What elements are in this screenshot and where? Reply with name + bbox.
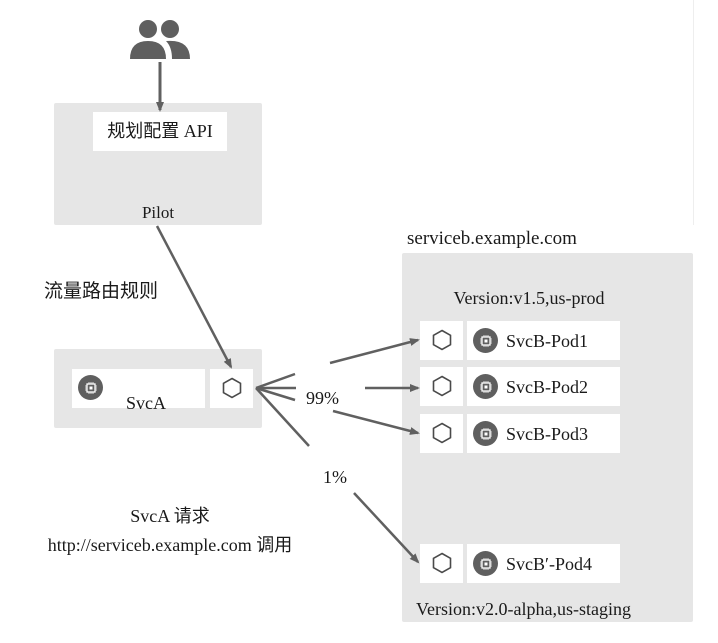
chip-icon — [473, 421, 498, 446]
users-icon — [128, 17, 192, 59]
pod-name: SvcB-Pod2 — [506, 377, 589, 397]
routing-rule-label: 流量路由规则 — [44, 281, 159, 302]
pod-name: SvcB-Pod3 — [506, 424, 589, 444]
split-label-99: 99% — [306, 388, 339, 408]
pod-proxy[interactable] — [420, 544, 463, 583]
chip-icon — [473, 374, 498, 399]
hexagon-icon — [432, 552, 452, 574]
chip-icon — [473, 328, 498, 353]
pod-card[interactable]: SvcB-Pod2 — [467, 367, 620, 406]
staging-version-label: Version:v2.0-alpha,us-staging — [416, 599, 631, 619]
pilot-box: 规划配置 API Pilot — [54, 103, 262, 225]
pod-proxy[interactable] — [420, 321, 463, 360]
pilot-title: Pilot — [141, 203, 175, 222]
svca-box: SvcA — [54, 349, 262, 428]
arrow-pilot-to-proxy — [155, 225, 233, 369]
split-label-1: 1% — [323, 467, 347, 487]
hexagon-icon — [432, 329, 452, 351]
svca-proxy[interactable] — [210, 369, 253, 408]
svca-container: SvcA — [72, 369, 205, 412]
pod-name: SvcB′-Pod4 — [506, 554, 592, 574]
pod-card[interactable]: SvcB-Pod3 — [467, 414, 620, 453]
serviceb-host: serviceb.example.com — [407, 228, 577, 249]
chip-icon — [78, 375, 103, 400]
prod-version-label: Version:v1.5,us-prod — [453, 288, 605, 308]
svca-name: SvcA — [126, 393, 166, 413]
request-caption-line2: http://serviceb.example.com 调用 — [47, 535, 293, 555]
pod-name: SvcB-Pod1 — [506, 331, 589, 351]
pod-card[interactable]: SvcB-Pod1 — [467, 321, 620, 360]
pod-proxy[interactable] — [420, 367, 463, 406]
hexagon-icon — [432, 422, 452, 444]
hexagon-icon — [432, 375, 452, 397]
planning-api-label: 规划配置 API — [93, 112, 227, 151]
pod-proxy[interactable] — [420, 414, 463, 453]
chip-icon — [473, 551, 498, 576]
divider-line — [693, 0, 694, 225]
serviceb-box: Version:v1.5,us-prod SvcB-Pod1 SvcB-Pod2 — [402, 253, 693, 622]
hexagon-icon — [222, 377, 242, 399]
pod-card[interactable]: SvcB′-Pod4 — [467, 544, 620, 583]
request-caption-line1: SvcA 请求 — [130, 506, 210, 526]
arrow-stub-pod4 — [255, 387, 310, 447]
